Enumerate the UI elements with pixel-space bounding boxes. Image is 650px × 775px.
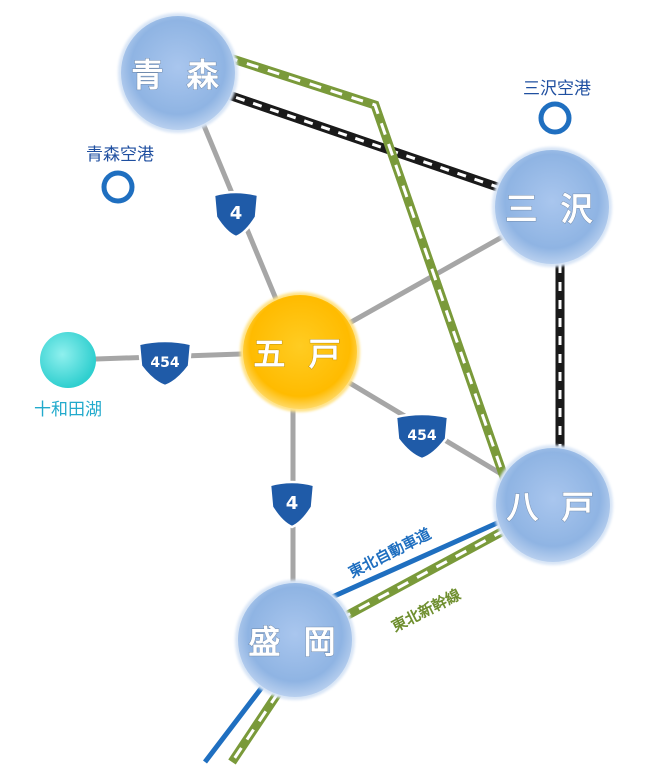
- route-shield-454-west: 454: [137, 339, 193, 388]
- lake-label: 十和田湖: [34, 400, 102, 420]
- svg-text:454: 454: [150, 355, 179, 371]
- route-shield-454-east: 454: [394, 412, 450, 461]
- city-gonohe-label: 五 戸: [253, 335, 346, 373]
- city-aomori: 青 森: [118, 13, 238, 133]
- city-gonohe: 五 戸: [240, 292, 360, 412]
- city-misawa: 三 沢: [492, 147, 612, 267]
- lake-icon: [40, 332, 96, 388]
- shinkansen-label: 東北新幹線: [389, 585, 464, 635]
- misawa-airport: 三沢空港: [523, 79, 591, 135]
- airport-icon: [101, 170, 135, 204]
- airport-icon: [538, 101, 572, 135]
- svg-text:4: 4: [230, 203, 243, 224]
- city-aomori-label: 青 森: [131, 56, 224, 94]
- city-morioka: 盛 岡: [235, 580, 355, 700]
- rail-aomori-misawa: [183, 75, 552, 210]
- svg-text:4: 4: [286, 493, 299, 514]
- route-shield-4-south: 4: [268, 480, 316, 529]
- city-hachinohe: 八 戸: [493, 445, 613, 565]
- city-morioka-label: 盛 岡: [248, 623, 341, 661]
- route-shield-4-north: 4: [212, 190, 260, 239]
- city-misawa-label: 三 沢: [505, 190, 598, 228]
- city-hachinohe-label: 八 戸: [506, 488, 599, 526]
- misawa-airport-label: 三沢空港: [523, 79, 591, 99]
- svg-text:454: 454: [407, 428, 436, 444]
- towada-lake: 十和田湖: [34, 332, 102, 420]
- aomori-airport-label: 青森空港: [86, 145, 154, 165]
- aomori-airport: 青森空港: [86, 145, 154, 204]
